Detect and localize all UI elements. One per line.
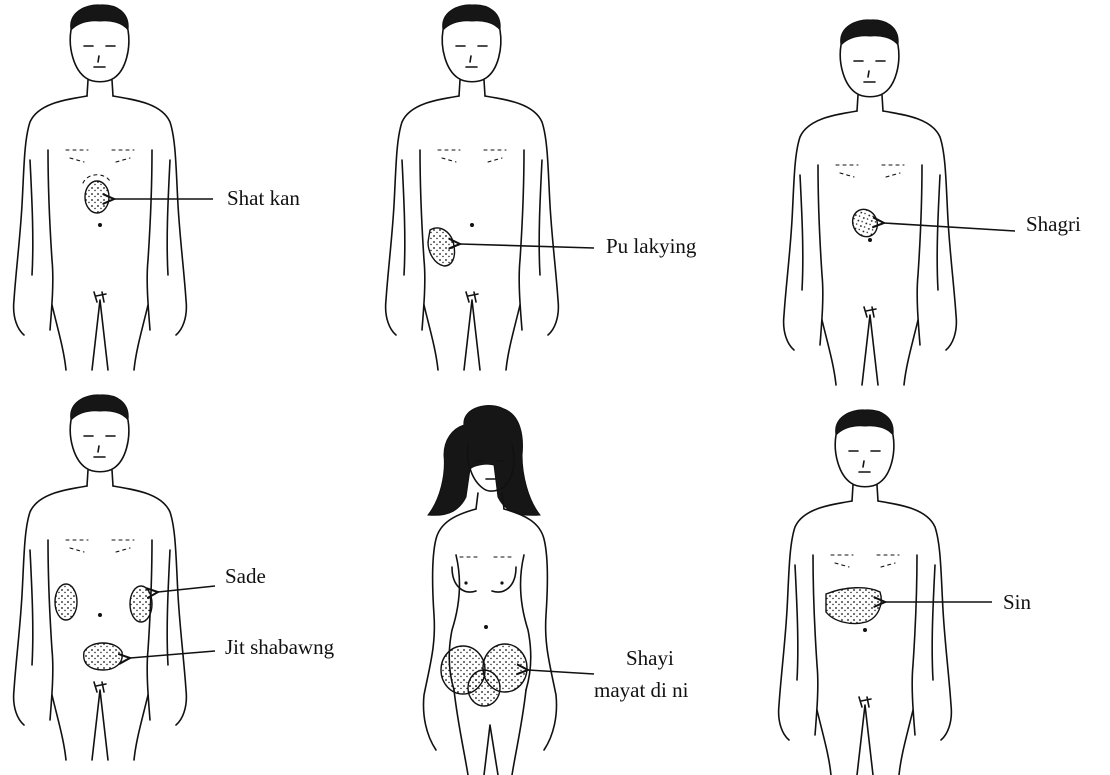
figure-pu-lakying: Pu lakying <box>386 5 697 370</box>
label-shayi: Shayi <box>626 646 674 670</box>
organ-pu-lakying <box>428 228 455 266</box>
organ-shayi-center <box>468 670 500 706</box>
figure-shayi-mayat-di-ni: Shayi mayat di ni <box>424 406 689 775</box>
figure-shagri: Shagri <box>784 20 1081 385</box>
label-pu-lakying: Pu lakying <box>606 234 697 258</box>
label-shagri: Shagri <box>1026 212 1081 236</box>
organ-jit-shabawng <box>84 643 123 670</box>
pointer-arrow-jit-shabawng <box>130 651 215 658</box>
pointer-arrow-pu-lakying <box>460 244 594 248</box>
organ-shagri <box>848 205 882 241</box>
organ-sin <box>826 588 881 624</box>
label-sade: Sade <box>225 564 266 588</box>
figure-sin: Sin <box>779 410 1032 775</box>
organ-shat-kan <box>85 181 109 213</box>
organ-sade-left <box>55 584 77 620</box>
figure-sade-jit-shabawng: Sade Jit shabawng <box>14 395 335 760</box>
pointer-arrow-sade <box>158 586 215 592</box>
organ-sade-right <box>130 586 152 622</box>
pointer-arrow-shagri <box>884 223 1015 231</box>
label-jit-shabawng: Jit shabawng <box>225 635 335 659</box>
pointer-arrow-shayi <box>528 670 594 674</box>
label-mayat-di-ni: mayat di ni <box>594 678 689 702</box>
label-sin: Sin <box>1003 590 1032 614</box>
figure-shat-kan: Shat kan <box>14 5 301 370</box>
label-shat-kan: Shat kan <box>227 186 300 210</box>
